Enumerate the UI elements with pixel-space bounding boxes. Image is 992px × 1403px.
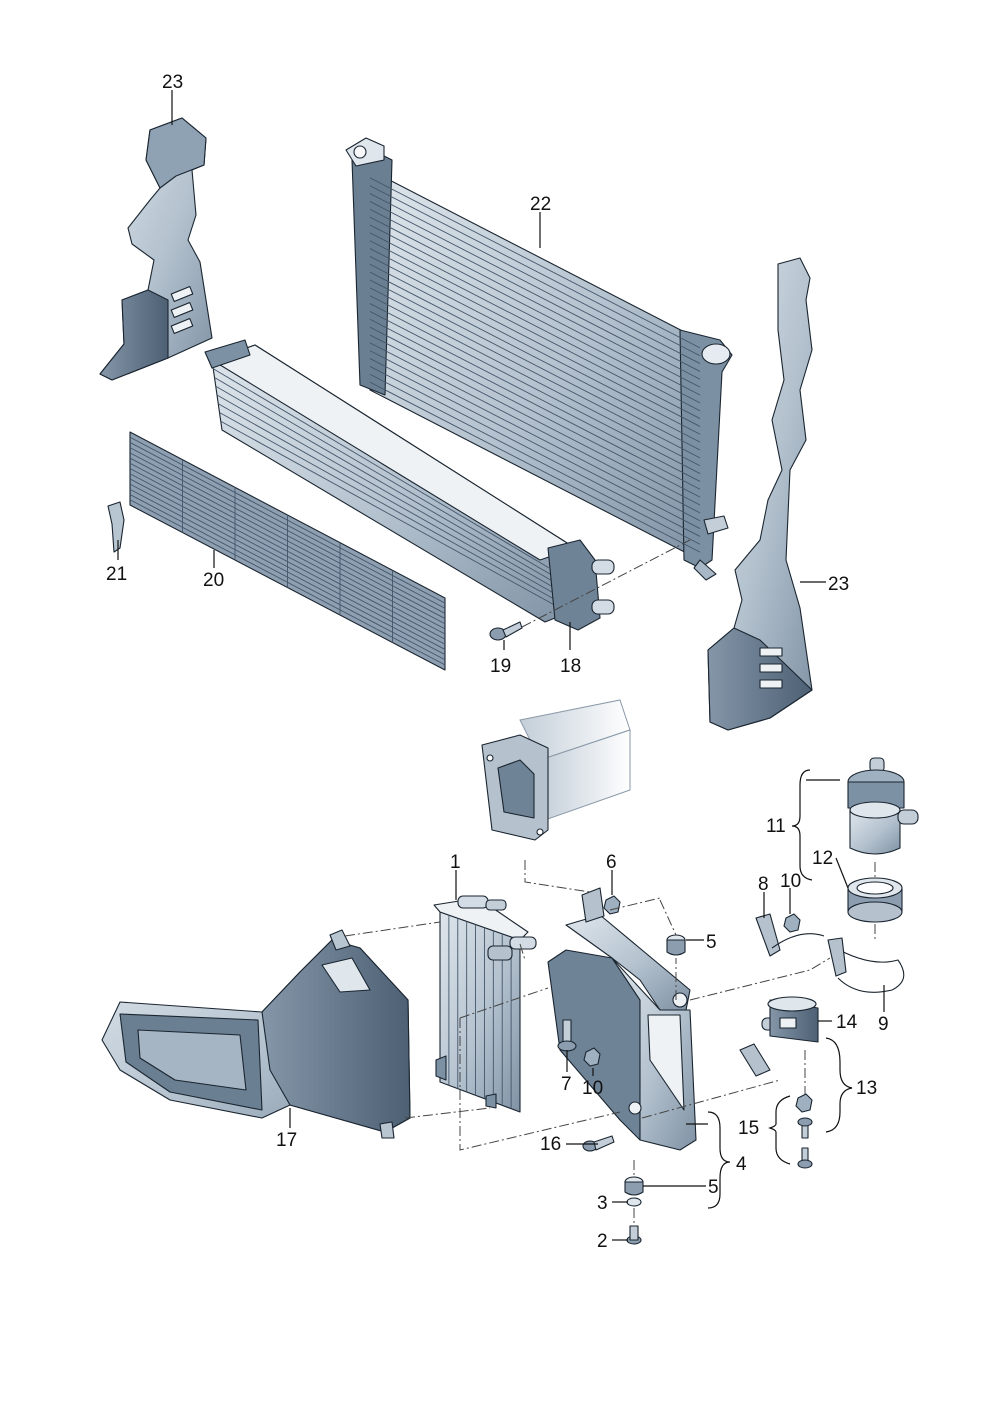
callout-13: 13 [856, 1078, 877, 1099]
callout-11: 11 [766, 816, 786, 837]
grille-panel [129, 431, 446, 671]
callout-10-lower: 10 [582, 1078, 603, 1099]
callout-20: 20 [203, 570, 224, 591]
fin-line [369, 326, 701, 498]
fin-line [213, 368, 549, 569]
auxiliary-radiator-fins [213, 368, 572, 615]
bushing-lower [624, 1176, 644, 1196]
fin-line [369, 201, 701, 372]
seal-ring [847, 877, 903, 923]
fin-line [369, 216, 701, 388]
callout-12: 12 [812, 848, 833, 869]
callout-7: 7 [561, 1074, 572, 1095]
fin-line [220, 420, 572, 615]
fin-line [369, 303, 701, 474]
fin-line [214, 377, 553, 576]
callout-22: 22 [530, 194, 551, 215]
fin-line [369, 185, 701, 357]
fin-line [369, 366, 701, 537]
alignment-lines [344, 539, 876, 1226]
auxiliary-radiator [204, 339, 615, 631]
fin-line [369, 381, 701, 553]
callout-labels: 23 22 21 20 19 18 23 11 12 1 6 8 10 5 14… [106, 72, 889, 1252]
callout-2: 2 [597, 1231, 608, 1252]
bolt-2 [626, 1225, 642, 1245]
fin-line [369, 177, 701, 349]
fin-line [369, 279, 701, 451]
fin-line [369, 350, 701, 522]
bolt-7 [557, 1019, 577, 1052]
coolant-pump [847, 757, 919, 855]
fin-line [369, 342, 701, 514]
clamp-9 [827, 937, 905, 993]
radiator-fins [369, 177, 701, 553]
callout-16: 16 [540, 1134, 561, 1155]
fin-line [369, 358, 701, 529]
clip [107, 501, 125, 553]
clamp-8 [755, 913, 825, 957]
callout-15: 15 [738, 1118, 759, 1139]
callout-10-upper: 10 [780, 871, 801, 892]
washer-3 [626, 1197, 642, 1207]
callout-23-top: 23 [162, 72, 183, 93]
fin-line [369, 263, 701, 435]
fin-line [369, 248, 701, 419]
fin-line [219, 412, 568, 607]
fin-line [369, 193, 701, 364]
callout-8: 8 [758, 874, 769, 895]
callout-9: 9 [878, 1014, 889, 1035]
callout-23-right: 23 [828, 574, 849, 595]
nut-6 [603, 895, 621, 915]
cooler-radiator [433, 895, 537, 1113]
grille-slats [129, 436, 446, 666]
radiator-main [345, 137, 733, 581]
callout-5-upper: 5 [706, 932, 717, 953]
callout-6: 6 [606, 852, 617, 873]
fin-line [369, 287, 701, 459]
fin-line [369, 256, 701, 427]
fin-line [369, 208, 701, 380]
fin-line [369, 318, 701, 490]
fin-line [216, 394, 561, 592]
fin-line [369, 311, 701, 482]
air-duct [101, 929, 411, 1139]
nut-10-upper [783, 913, 801, 933]
bushing-upper [666, 934, 686, 956]
fin-line [369, 271, 701, 443]
fin-line [369, 373, 701, 545]
callout-21: 21 [106, 564, 127, 585]
fin-line [369, 240, 701, 412]
callout-1: 1 [450, 852, 461, 873]
fin-line [369, 334, 701, 506]
fin-line [369, 224, 701, 396]
bolt-15a [797, 1117, 813, 1139]
air-guide-right [707, 257, 813, 731]
fin-line [369, 232, 701, 404]
air-guide-left [99, 117, 213, 381]
fin-line [369, 295, 701, 467]
nut-13 [795, 1093, 813, 1113]
callout-14: 14 [836, 1012, 858, 1033]
electric-water-pump [739, 996, 819, 1077]
callout-4: 4 [736, 1154, 747, 1175]
bolt-15b [797, 1147, 813, 1169]
callout-5-lower: 5 [708, 1177, 719, 1198]
callout-18: 18 [560, 656, 581, 677]
callout-19: 19 [490, 656, 511, 677]
crossmember-reference [481, 699, 631, 841]
fin-line [215, 385, 557, 584]
leader-lines [117, 90, 885, 1241]
screw-19 [489, 621, 523, 641]
nut-10-lower [583, 1047, 601, 1067]
fin-line [218, 403, 564, 600]
mounting-bracket [547, 887, 697, 1151]
callout-3: 3 [597, 1193, 608, 1214]
callout-17: 17 [276, 1130, 297, 1151]
